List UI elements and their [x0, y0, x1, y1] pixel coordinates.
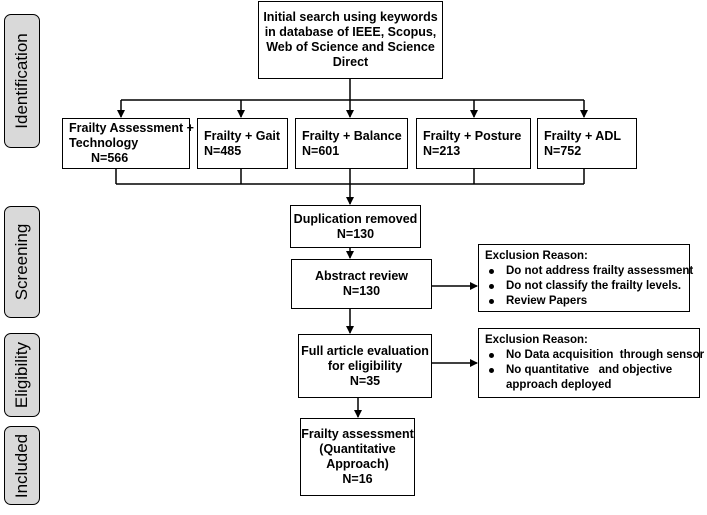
- box-count: N=485: [204, 143, 242, 158]
- box-text: Direct: [332, 55, 369, 69]
- exclusion-reason-box-2: Exclusion Reason: No Data acquisition th…: [478, 328, 704, 398]
- stage-label: Identification: [12, 33, 31, 129]
- final-included-box: Frailty assessment (Quantitative Approac…: [300, 418, 415, 496]
- box-text: for eligibility: [327, 358, 403, 373]
- exclusion-item: No Data acquisition through sensor: [485, 348, 704, 363]
- exclusion-list: Do not address frailty assessment Do not…: [485, 264, 693, 309]
- exclusion-item: Do not classify the frailty levels.: [485, 279, 683, 294]
- box-count: N=566: [91, 151, 129, 165]
- exclusion-list: No Data acquisition through sensor No qu…: [485, 348, 704, 393]
- exclusion-item: Review Papers: [485, 294, 683, 309]
- exclusion-reason-box-1: Exclusion Reason: Do not address frailty…: [478, 244, 693, 312]
- full-article-evaluation-box: Full article evaluation for eligibility …: [298, 334, 432, 398]
- result-frailty-gait: Frailty + Gait N=485: [197, 118, 288, 169]
- box-text: Full article evaluation: [301, 343, 429, 358]
- exclusion-item: Do not address frailty assessment: [485, 264, 693, 279]
- exclusion-title: Exclusion Reason:: [485, 250, 588, 262]
- exclusion-item: No quantitative and objective: [485, 363, 693, 378]
- box-text: Frailty + Balance: [302, 128, 402, 143]
- stage-label: Screening: [12, 223, 31, 301]
- duplication-removed-box: Duplication removed N=130: [290, 205, 421, 248]
- initial-search-box: Initial search using keywords in databas…: [258, 1, 443, 79]
- box-text: Approach): [326, 457, 389, 471]
- box-text: Web of Science and Science: [266, 40, 435, 54]
- stage-label: Included: [12, 433, 31, 498]
- box-text: Frailty + Posture: [423, 128, 522, 143]
- box-text: Frailty Assessment +: [69, 121, 194, 135]
- stage-screening: Screening: [4, 206, 40, 318]
- box-count: N=752: [544, 143, 582, 158]
- box-count: N=130: [342, 284, 381, 298]
- box-text: Abstract review: [314, 269, 409, 283]
- box-count: N=16: [342, 472, 373, 486]
- result-frailty-balance: Frailty + Balance N=601: [295, 118, 408, 169]
- box-count: N=130: [336, 226, 375, 241]
- box-text: in database of IEEE, Scopus,: [264, 25, 437, 39]
- exclusion-title: Exclusion Reason:: [485, 334, 588, 346]
- box-text: Frailty + Gait: [204, 128, 281, 143]
- result-frailty-posture: Frailty + Posture N=213: [416, 118, 531, 169]
- stage-label: Eligibility: [12, 341, 31, 409]
- box-count: N=601: [302, 143, 340, 158]
- stage-eligibility: Eligibility: [4, 333, 40, 417]
- box-text: Frailty assessment: [301, 427, 414, 441]
- box-text: (Quantitative: [319, 442, 396, 456]
- box-text: Initial search using keywords: [263, 10, 438, 24]
- box-text: Technology: [69, 136, 139, 150]
- box-text: Frailty + ADL: [544, 128, 621, 143]
- result-frailty-assessment-technology: Frailty Assessment + Technology N=566: [62, 118, 194, 169]
- exclusion-item-continuation: approach deployed: [506, 379, 612, 391]
- abstract-review-box: Abstract review N=130: [291, 259, 432, 309]
- stage-identification: Identification: [4, 14, 40, 148]
- box-text: Duplication removed: [293, 211, 418, 226]
- box-count: N=35: [349, 373, 381, 388]
- result-frailty-adl: Frailty + ADL N=752: [537, 118, 637, 169]
- box-count: N=213: [423, 143, 461, 158]
- stage-included: Included: [4, 426, 40, 505]
